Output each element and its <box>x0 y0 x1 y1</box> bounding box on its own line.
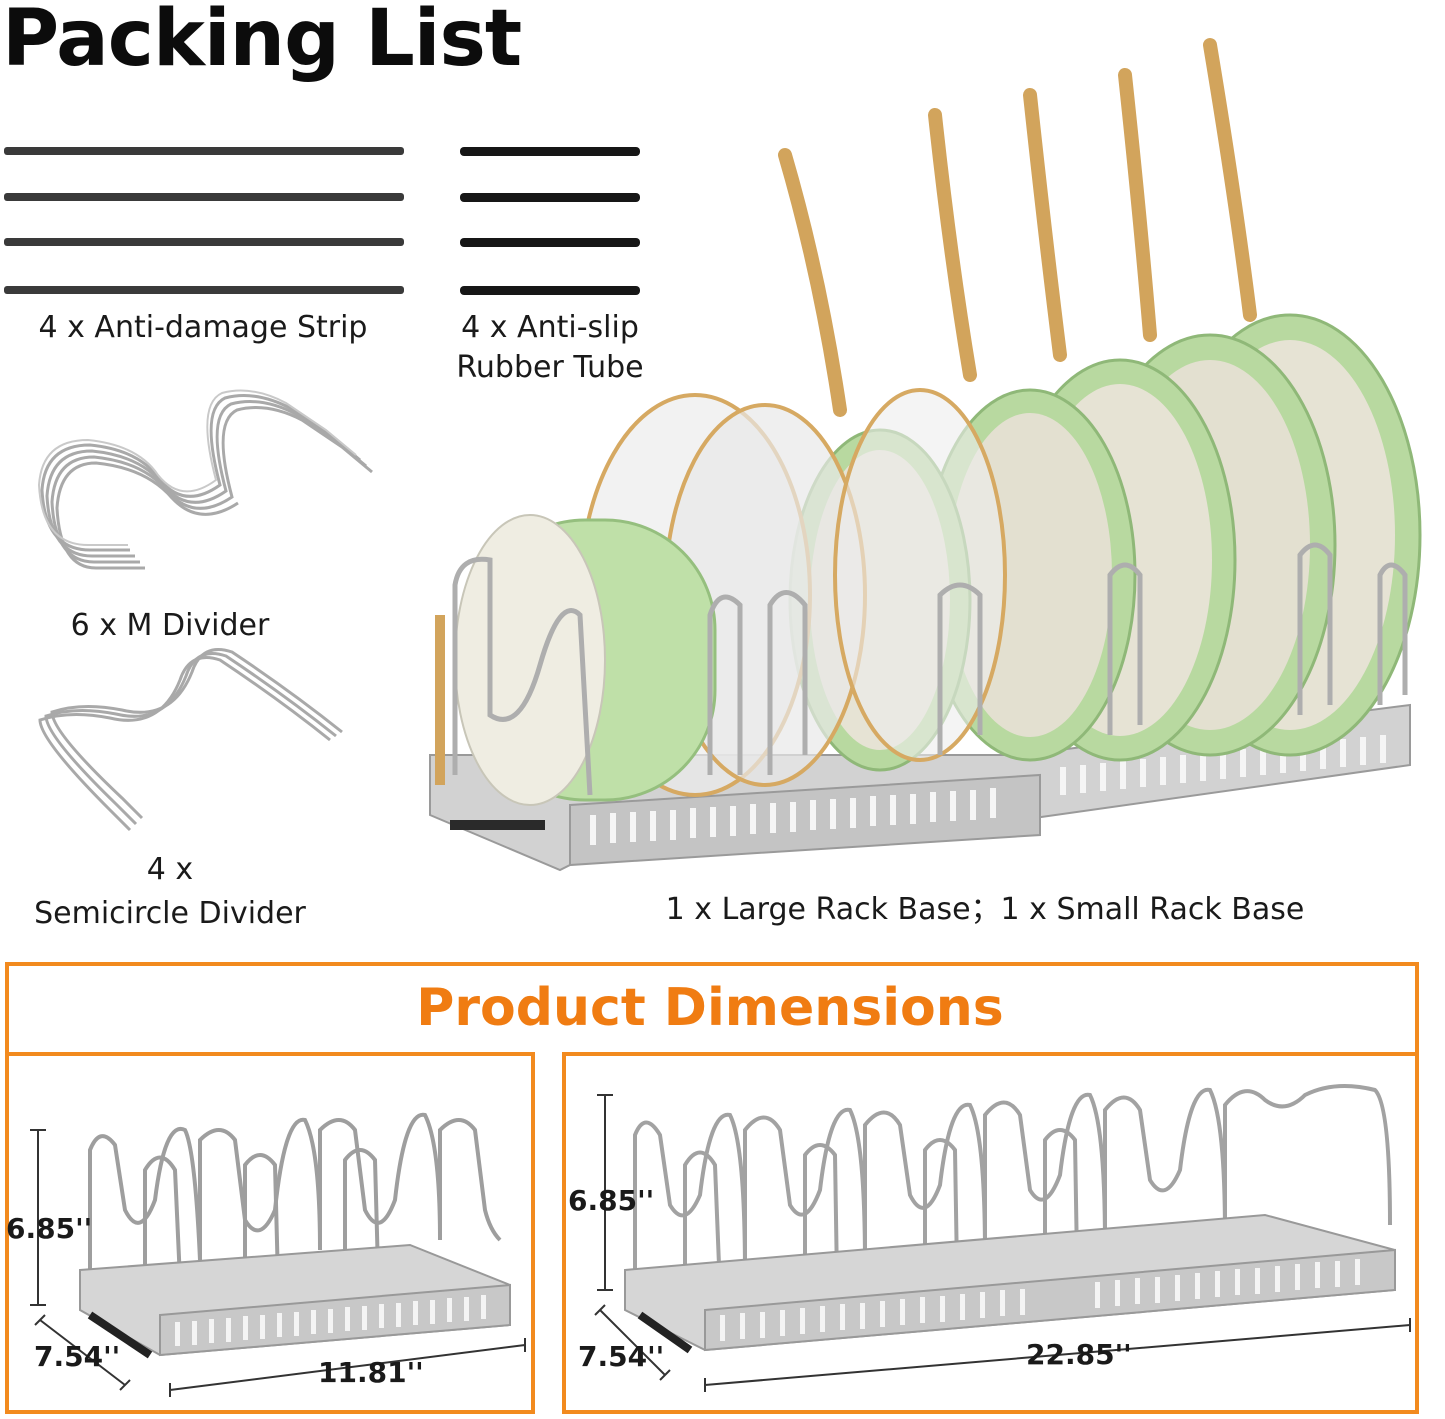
bases-label: 1 x Large Rack Base；1 x Small Rack Base <box>665 892 1305 927</box>
large-height-label: 6.85'' <box>568 1184 655 1217</box>
small-width-label: 11.81'' <box>318 1356 424 1389</box>
m-divider-image <box>37 389 373 570</box>
large-width-label: 22.85'' <box>1026 1338 1132 1371</box>
pan-rack-image <box>429 38 1422 872</box>
semi-label-line2: Semicircle Divider <box>34 896 306 931</box>
small-rack-image <box>30 1112 526 1397</box>
m-divider-label: 6 x M Divider <box>70 608 270 643</box>
semicircle-divider-image <box>38 648 343 832</box>
page-title: Packing List <box>2 0 522 84</box>
tube-label-line1: 4 x Anti-slip <box>461 310 639 345</box>
small-depth-label: 7.54'' <box>34 1340 121 1373</box>
small-rack-panel <box>5 1052 535 1414</box>
large-rack-panel <box>562 1052 1419 1414</box>
small-height-label: 6.85'' <box>6 1212 93 1245</box>
large-depth-label: 7.54'' <box>578 1340 665 1373</box>
dimensions-title: Product Dimensions <box>416 978 1004 1038</box>
tube-label-line2: Rubber Tube <box>456 350 644 385</box>
strip-label: 4 x Anti-damage Strip <box>38 310 368 345</box>
semi-label-line1: 4 x <box>146 852 194 887</box>
pan-handles <box>778 38 1257 417</box>
large-rack-image <box>594 1084 1411 1392</box>
